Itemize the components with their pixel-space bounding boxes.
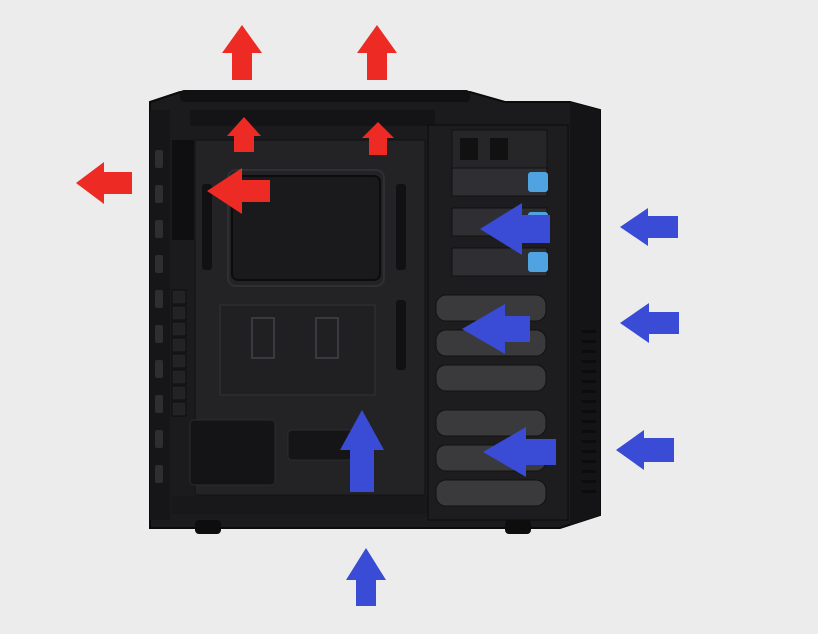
intake-arrows bbox=[340, 203, 679, 606]
intake-arrow-inner-bottom bbox=[483, 427, 556, 477]
psu-cover bbox=[189, 419, 276, 486]
exhaust-arrow-inner-top-left bbox=[227, 117, 261, 152]
case-top-rim bbox=[180, 90, 470, 102]
lower-tray-panel bbox=[219, 304, 376, 396]
case-foot-right bbox=[505, 520, 531, 534]
exhaust-arrow-top-left bbox=[222, 25, 262, 80]
intake-arrow-front-bottom bbox=[616, 430, 674, 470]
expansion-slots bbox=[171, 289, 187, 417]
intake-arrow-inner-middle bbox=[462, 304, 530, 354]
rear-frame-rail bbox=[150, 110, 170, 520]
exhaust-arrow-inner-rear bbox=[207, 168, 270, 214]
intake-arrow-bottom-inside bbox=[340, 410, 384, 492]
exhaust-arrows bbox=[76, 25, 397, 214]
pc-case bbox=[149, 90, 601, 534]
front-vent bbox=[582, 330, 596, 493]
case-foot-left bbox=[195, 520, 221, 534]
front-bezel bbox=[570, 102, 600, 525]
top-vent bbox=[190, 110, 435, 126]
exhaust-arrow-inner-top-right bbox=[362, 122, 394, 155]
rear-rail-slots bbox=[155, 150, 163, 483]
exhaust-arrow-top-right bbox=[357, 25, 397, 80]
exhaust-arrow-rear bbox=[76, 162, 132, 204]
intake-arrow-front-middle bbox=[620, 303, 679, 343]
intake-arrow-inner-top bbox=[480, 203, 550, 255]
intake-arrow-bottom-outside bbox=[346, 548, 386, 606]
intake-arrow-front-top bbox=[620, 208, 678, 246]
rear-fan-mount bbox=[172, 140, 194, 240]
